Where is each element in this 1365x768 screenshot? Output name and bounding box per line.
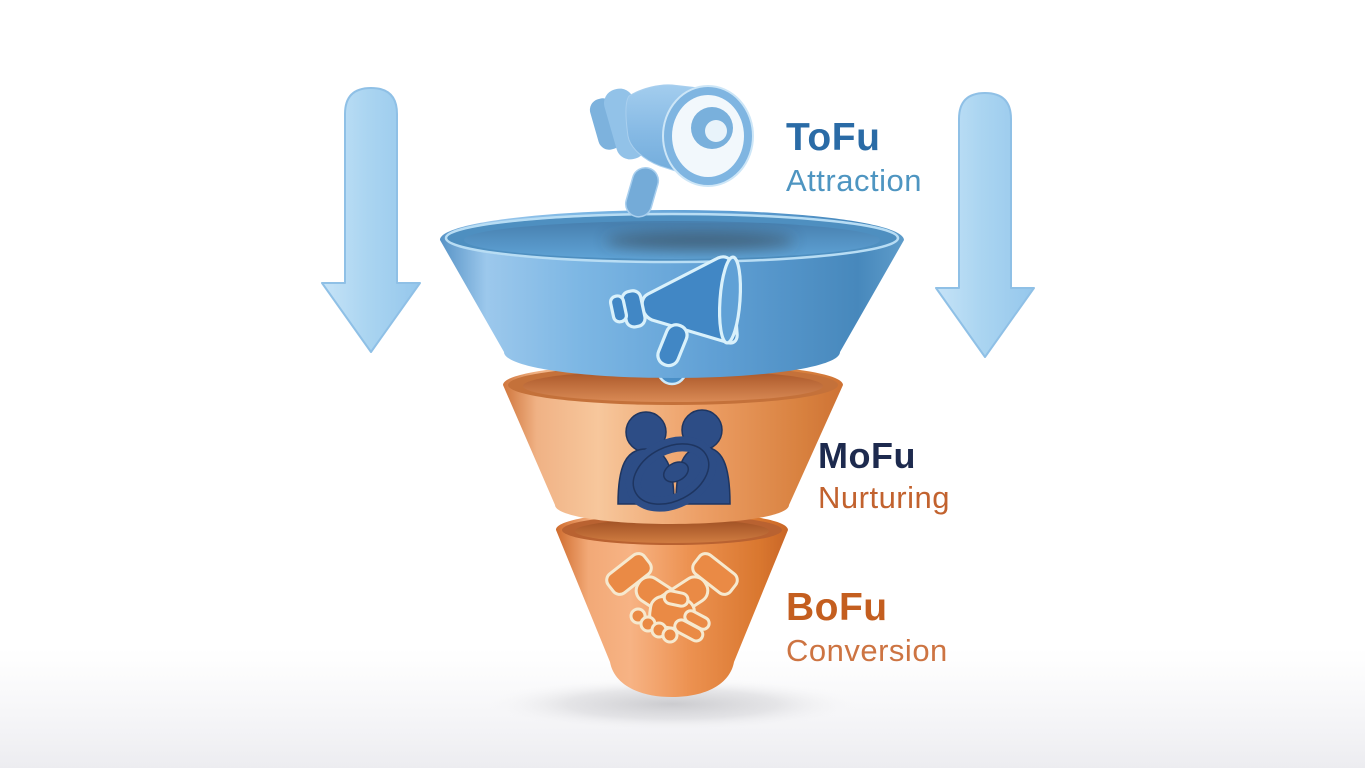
mofu-sublabel: Nurturing: [818, 480, 950, 515]
bofu-label: BoFu Conversion: [786, 588, 948, 666]
funnel-bottom-section: [556, 512, 788, 697]
funnel-top-section: [440, 210, 904, 378]
bofu-abbr: BoFu: [786, 586, 888, 629]
tofu-label: ToFu Attraction: [786, 118, 922, 196]
funnel-shadow: [480, 677, 864, 731]
handshake-icon: [605, 552, 739, 644]
megaphone-3d-icon: [589, 84, 754, 218]
megaphone-icon: [608, 255, 743, 368]
tofu-sublabel: Attraction: [786, 163, 922, 198]
tofu-abbr: ToFu: [786, 116, 881, 159]
down-arrow-icon-left: [321, 87, 421, 353]
down-arrow-icon-right: [935, 92, 1035, 358]
funnel-middle-section: [503, 363, 843, 524]
people-icon: [617, 409, 731, 512]
bofu-sublabel: Conversion: [786, 633, 948, 668]
mofu-abbr: MoFu: [818, 435, 916, 476]
mofu-label: MoFu Nurturing: [818, 435, 950, 515]
